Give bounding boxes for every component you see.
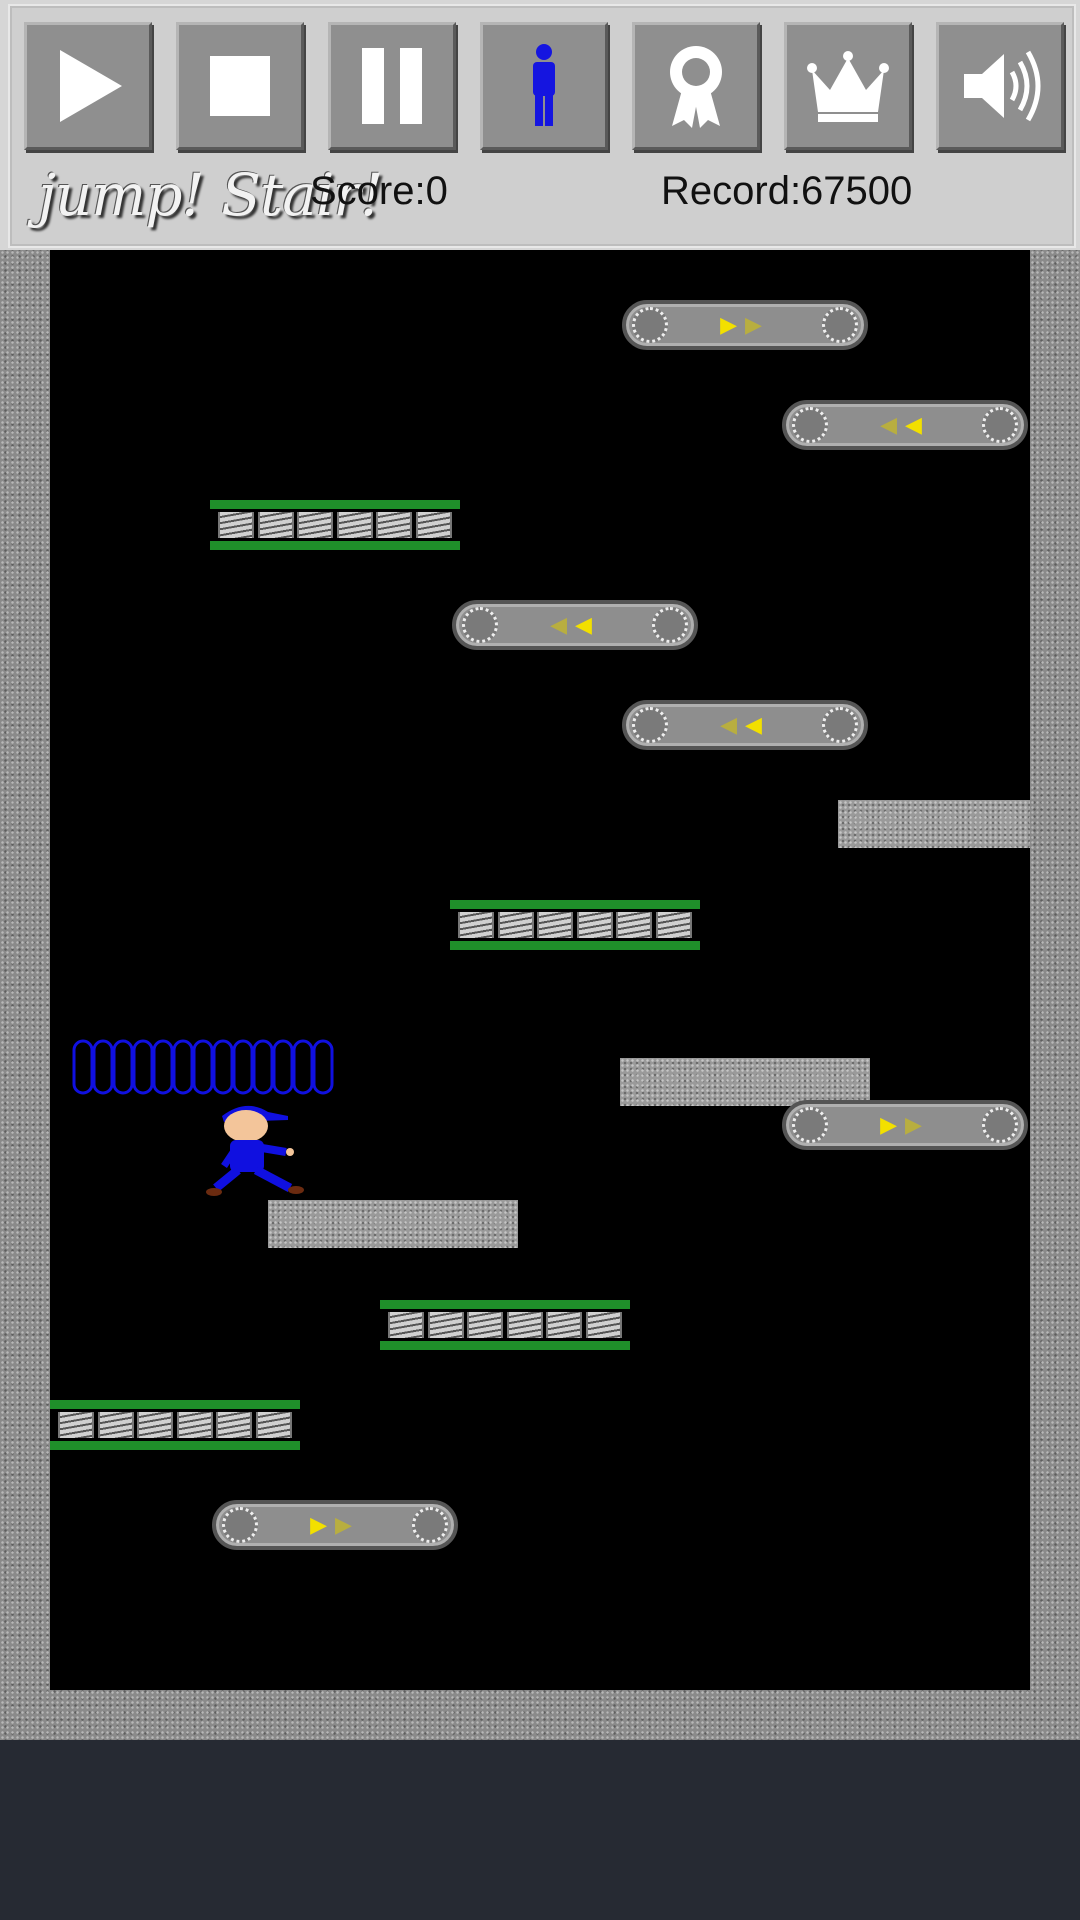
right-arrows-icon: ▶▶ [720,312,770,337]
wheel-icon [632,307,668,343]
play-button[interactable] [24,22,152,150]
speaker-icon [964,50,1041,122]
spring-platform [380,1300,630,1350]
pause-icon [362,48,422,124]
wheel-icon [632,707,668,743]
leaderboard-button[interactable] [784,22,912,150]
conveyor-platform: ◀◀ [452,600,698,650]
right-arrows-icon: ▶▶ [310,1512,360,1537]
pause-button[interactable] [328,22,456,150]
left-arrows-icon: ◀◀ [880,412,930,437]
sound-button[interactable] [936,22,1064,150]
character-button[interactable] [480,22,608,150]
conveyor-platform: ◀◀ [622,700,868,750]
app-logo-title: jump! Stair! [38,161,383,229]
spring-coil-powerup-icon [72,1039,334,1095]
ribbon-award-icon [670,46,722,128]
top-toolbar: jump! Stair! Score:0 Record:67500 [0,0,1080,252]
right-arrows-icon: ▶▶ [880,1112,930,1137]
conveyor-platform: ▶▶ [622,300,868,350]
record-label: Record:67500 [661,169,913,213]
stone-platform [268,1200,518,1248]
conveyor-platform: ▶▶ [212,1500,458,1550]
bottom-bar [0,1740,1080,1920]
stop-icon [210,56,270,116]
wheel-icon [462,607,498,643]
toolbar-panel: jump! Stair! Score:0 Record:67500 [8,4,1076,248]
player-character [206,1105,304,1196]
wheel-icon [222,1507,258,1543]
left-arrows-icon: ◀◀ [720,712,770,737]
person-icon [533,44,555,126]
wheel-icon [982,407,1018,443]
wheel-icon [792,407,828,443]
wheel-icon [652,607,688,643]
stone-platform [838,800,1030,848]
game-field[interactable]: ▶▶ ◀◀ ◀◀ ◀◀ [50,250,1030,1690]
score-label: Score:0 [310,169,448,213]
wheel-icon [982,1107,1018,1143]
achievements-button[interactable] [632,22,760,150]
spring-platform [50,1400,300,1450]
left-arrows-icon: ◀◀ [550,612,600,637]
wheel-icon [822,707,858,743]
conveyor-platform: ▶▶ [782,1100,1028,1150]
wheel-icon [412,1507,448,1543]
stone-platform [620,1058,870,1106]
spring-platform [210,500,460,550]
crown-icon [807,51,889,122]
stop-button[interactable] [176,22,304,150]
wheel-icon [822,307,858,343]
wheel-icon [792,1107,828,1143]
spring-platform [450,900,700,950]
conveyor-platform: ◀◀ [782,400,1028,450]
play-icon [60,50,122,122]
